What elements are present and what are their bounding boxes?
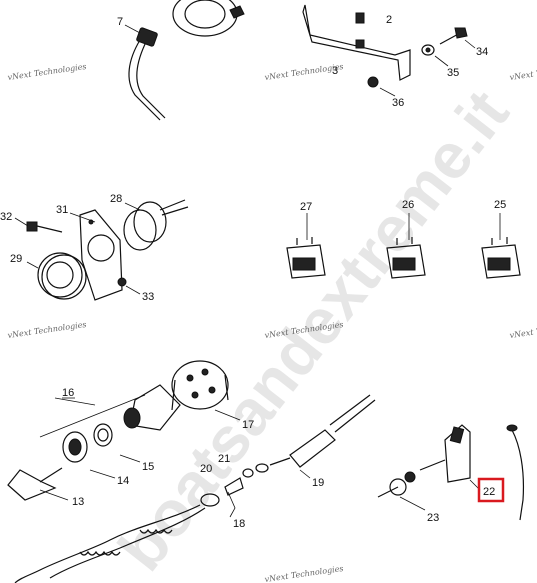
- callout-18: 18: [233, 518, 245, 530]
- callout-21: 21: [218, 453, 230, 465]
- part-27-switch: [286, 237, 326, 279]
- callout-29: 29: [10, 253, 22, 265]
- part-25-switch: [481, 237, 521, 279]
- part-26-switch: [386, 237, 426, 279]
- callout-14: 14: [117, 475, 129, 487]
- callout-28: 28: [110, 193, 122, 205]
- callout-23: 23: [427, 512, 439, 524]
- callout-19: 19: [312, 477, 324, 489]
- part-7-wire-connector: [128, 27, 166, 121]
- callout-27: 27: [300, 201, 312, 213]
- part-14-bezel: [62, 431, 88, 463]
- callout-20: 20: [200, 463, 212, 475]
- callout-15: 15: [142, 461, 154, 473]
- callout-7: 7: [117, 16, 123, 28]
- wire-lead-right: [506, 424, 525, 521]
- callout-17: 17: [242, 419, 254, 431]
- callout-34: 34: [476, 46, 488, 58]
- watermark-small-4: vNext Technologies: [7, 320, 87, 340]
- callout-13: 13: [72, 496, 84, 508]
- watermark-small-7: vNext Technologies: [264, 564, 344, 583]
- part-3-bracket: [302, 4, 411, 81]
- callout-25: 25: [494, 199, 506, 211]
- assembly-bracket-16: [39, 394, 146, 438]
- callout-26: 26: [402, 199, 414, 211]
- part-20-terminal: [224, 477, 244, 496]
- bell-housing-part: [172, 0, 245, 37]
- callout-3: 3: [332, 65, 338, 77]
- watermark-small-2: vNext Technologies: [264, 62, 344, 82]
- part-28-gauge: [123, 199, 189, 251]
- part-33-nut: [117, 277, 127, 287]
- watermark-small-6: vNext Technologies: [509, 320, 537, 340]
- highlight-box-22: [477, 477, 505, 503]
- part-15-nut: [93, 423, 113, 447]
- callout-36: 36: [392, 97, 404, 109]
- part-32-screw: [26, 221, 63, 233]
- callout-33: 33: [142, 291, 154, 303]
- part-34-screw: [439, 27, 468, 45]
- callout-35: 35: [447, 67, 459, 79]
- part-18-coiled-cord: [14, 493, 220, 583]
- part-21-washer: [242, 463, 269, 478]
- part-36-nut: [367, 76, 379, 88]
- part-31-plate: [79, 209, 123, 301]
- callout-32: 32: [0, 211, 12, 223]
- part-23-toggle-nut: [377, 471, 416, 498]
- part-29-ring: [37, 252, 87, 300]
- callout-16: 16: [62, 387, 74, 399]
- watermark-small-3: vNext Technologies: [509, 62, 537, 82]
- part-19-fuse-holder: [269, 394, 376, 468]
- part-35-washer: [421, 44, 435, 56]
- callout-31: 31: [56, 204, 68, 216]
- watermark-small-1: vNext Technologies: [7, 62, 87, 82]
- callout-2: 2: [386, 14, 392, 26]
- part-13-key: [7, 467, 63, 501]
- part-22-toggle-switch: [419, 424, 471, 483]
- ignition-switch-body: [123, 384, 181, 431]
- part-17-housing: [171, 360, 229, 411]
- callout-22-highlighted: 22: [483, 486, 495, 498]
